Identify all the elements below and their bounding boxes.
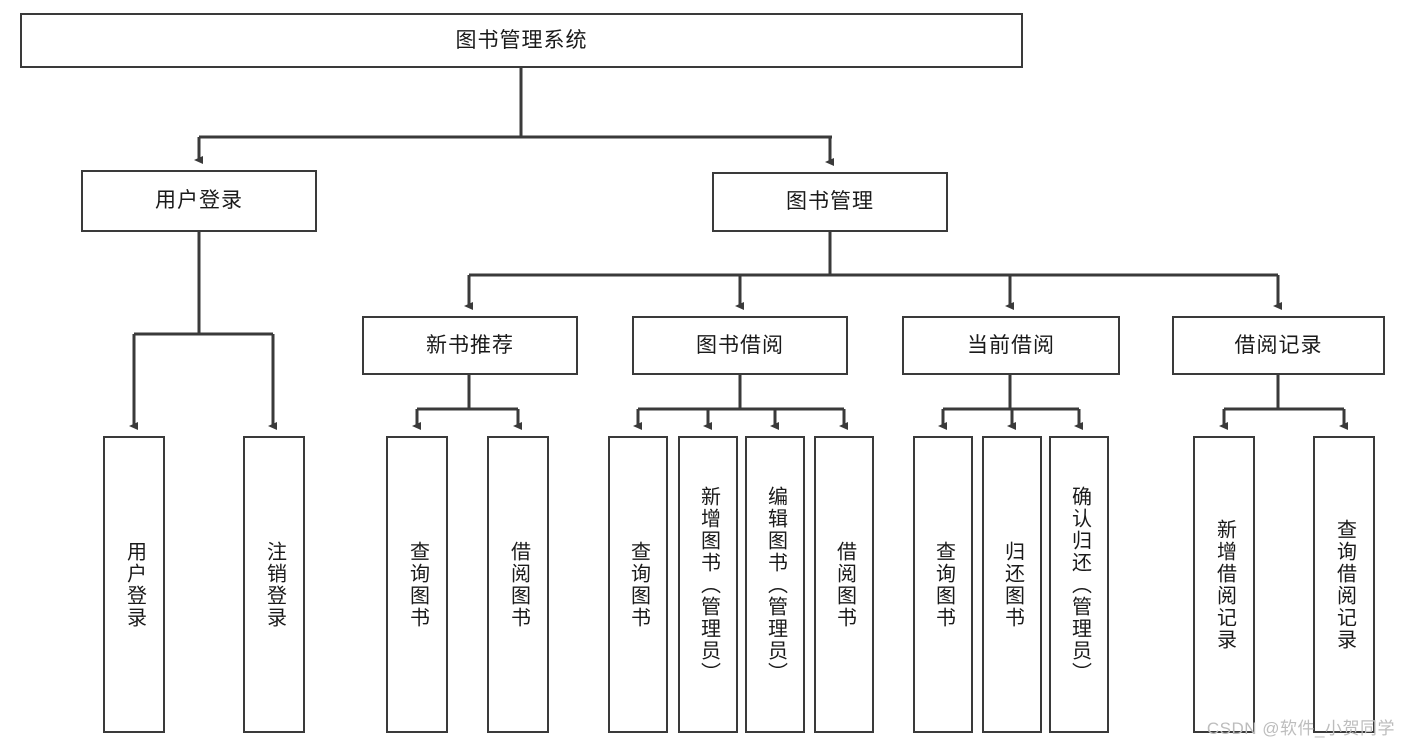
node-leaf-query-book-3[interactable]: 查询图书: [913, 436, 973, 733]
node-leaf-confirm-return[interactable]: 确认归还（管理员）: [1049, 436, 1109, 733]
node-new-book-recommend-label: 新书推荐: [426, 333, 514, 357]
node-leaf-query-book-2-label: 查询图书: [627, 540, 650, 629]
node-leaf-return-book-label: 归还图书: [1001, 540, 1024, 629]
node-leaf-borrow-book-1-label: 借阅图书: [507, 540, 530, 629]
node-leaf-confirm-return-label: 确认归还（管理员）: [1068, 485, 1091, 684]
node-new-book-recommend[interactable]: 新书推荐: [362, 316, 578, 375]
node-leaf-logout[interactable]: 注销登录: [243, 436, 305, 733]
node-user-login-label: 用户登录: [155, 189, 243, 213]
node-borrow-record[interactable]: 借阅记录: [1172, 316, 1385, 375]
node-leaf-user-login[interactable]: 用户登录: [103, 436, 165, 733]
node-leaf-add-record[interactable]: 新增借阅记录: [1193, 436, 1255, 733]
node-leaf-return-book[interactable]: 归还图书: [982, 436, 1042, 733]
node-leaf-logout-label: 注销登录: [263, 540, 286, 629]
node-leaf-query-book-2[interactable]: 查询图书: [608, 436, 668, 733]
node-root-label: 图书管理系统: [455, 28, 588, 52]
node-user-login[interactable]: 用户登录: [81, 170, 317, 232]
node-book-manage-label: 图书管理: [786, 190, 874, 214]
node-leaf-borrow-book-2[interactable]: 借阅图书: [814, 436, 874, 733]
node-leaf-add-book[interactable]: 新增图书（管理员）: [678, 436, 738, 733]
node-leaf-borrow-book-1[interactable]: 借阅图书: [487, 436, 549, 733]
node-leaf-user-login-label: 用户登录: [123, 540, 146, 629]
node-leaf-borrow-book-2-label: 借阅图书: [833, 540, 856, 629]
node-root[interactable]: 图书管理系统: [20, 13, 1023, 68]
node-current-borrow[interactable]: 当前借阅: [902, 316, 1120, 375]
node-book-borrow-label: 图书借阅: [696, 333, 784, 357]
node-leaf-query-book-1[interactable]: 查询图书: [386, 436, 448, 733]
node-book-manage[interactable]: 图书管理: [712, 172, 948, 232]
node-leaf-add-book-label: 新增图书（管理员）: [697, 485, 720, 684]
node-current-borrow-label: 当前借阅: [967, 333, 1055, 357]
node-leaf-query-record-label: 查询借阅记录: [1333, 518, 1356, 651]
node-leaf-query-book-3-label: 查询图书: [932, 540, 955, 629]
node-leaf-query-book-1-label: 查询图书: [406, 540, 429, 629]
node-book-borrow[interactable]: 图书借阅: [632, 316, 848, 375]
node-borrow-record-label: 借阅记录: [1234, 333, 1323, 357]
watermark: CSDN @软件_小贺同学: [1206, 719, 1395, 738]
node-leaf-edit-book[interactable]: 编辑图书（管理员）: [745, 436, 805, 733]
node-leaf-edit-book-label: 编辑图书（管理员）: [764, 485, 787, 684]
node-leaf-query-record[interactable]: 查询借阅记录: [1313, 436, 1375, 733]
node-leaf-add-record-label: 新增借阅记录: [1213, 518, 1236, 651]
